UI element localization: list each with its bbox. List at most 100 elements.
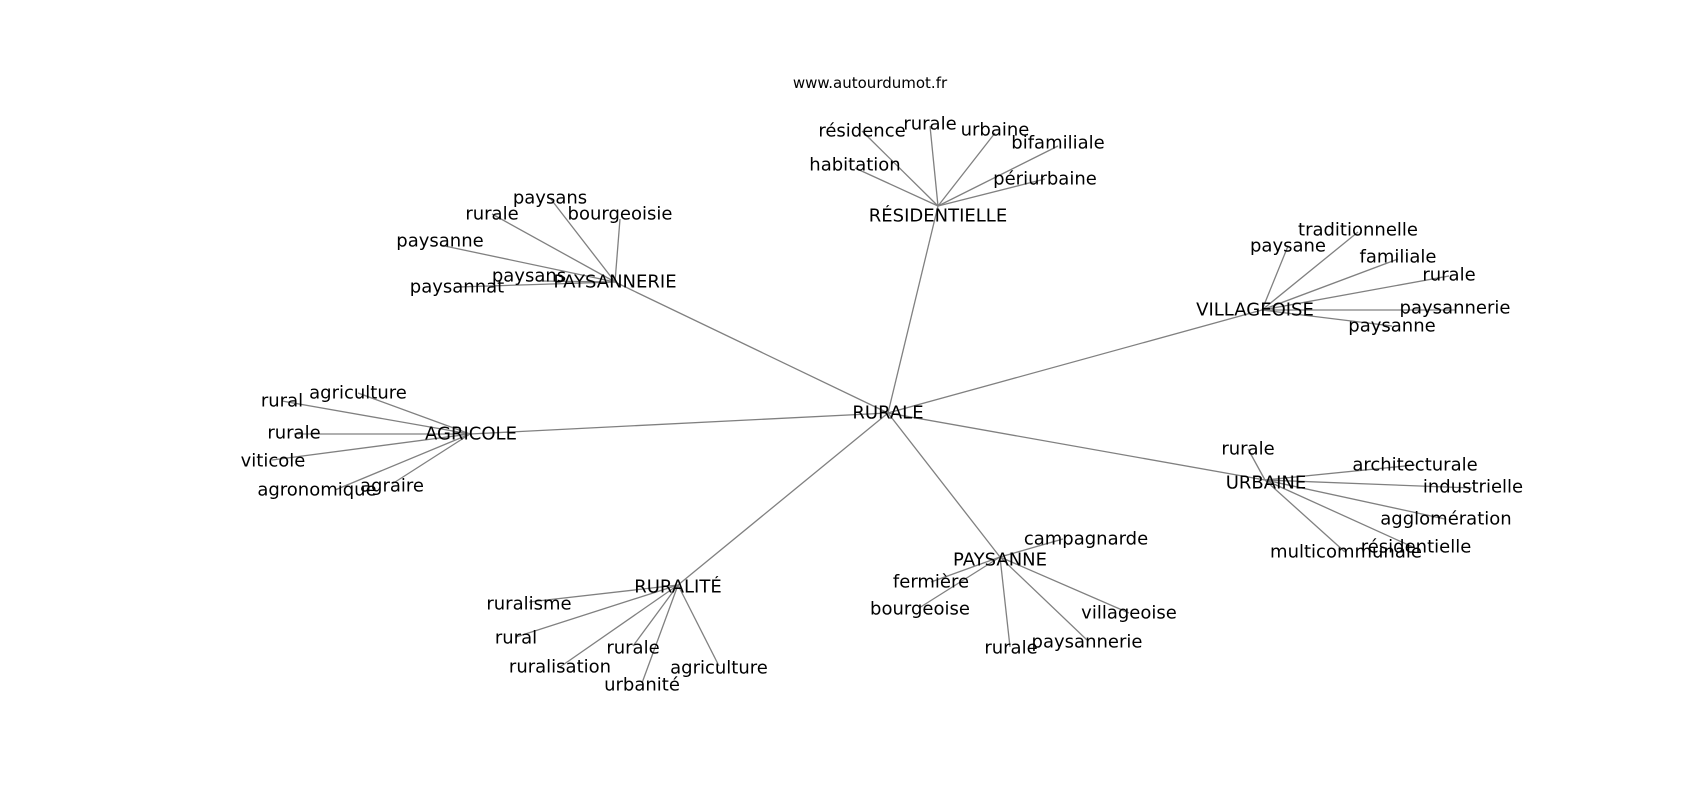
node-leaf-paysanne-paysannerie: paysannerie [1032,632,1143,653]
edge-villageoise-to-paysanne [1261,309,1393,327]
edge-urbaine-to-industrielle [1264,479,1473,489]
node-leaf-agricole-agronomique: agronomique [257,480,376,501]
node-leaf-paysanne-campagnarde: campagnarde [1024,529,1148,550]
edge-paysannerie-to-paysannat [456,281,616,288]
edge-paysanne-to-bourgeoise [918,556,1001,609]
edge-agricole-to-agriculture [357,392,471,435]
edge-residentielle-to-urbaine [937,132,996,207]
edge-urbaine-to-multicommunale [1264,479,1346,553]
node-leaf-ruralite-rural: rural [495,628,537,649]
node-leaf-paysanne-bourgeoise: bourgeoise [870,599,970,620]
node-hub-ruralite: RURALITÉ [634,576,721,598]
edges-layer [271,125,1473,684]
edge-root-to-residentielle [887,205,939,414]
node-leaf-paysannerie-paysans: paysans [513,188,587,209]
node-hub-paysannerie: PAYSANNERIE [553,272,676,293]
node-leaf-paysannerie-rurale: rurale [465,204,518,225]
edge-villageoise-to-familiale [1261,258,1399,311]
node-leaf-agricole-rurale: rurale [267,423,320,444]
edge-ruralite-to-rurale [632,584,679,647]
node-hub-paysanne: PAYSANNE [953,550,1047,571]
node-leaf-residentielle-habitation: habitation [809,155,900,176]
node-leaf-residentielle-periurbaine: périurbaine [993,169,1097,190]
edge-residentielle-to-habitation [854,167,939,207]
node-hub-urbaine: URBAINE [1226,473,1307,494]
node-root-rurale: RURALE [852,403,923,424]
node-hub-villageoise: VILLAGEOISE [1196,300,1314,321]
node-leaf-villageoise-rurale: rurale [1422,265,1475,286]
edge-paysanne-to-fermiere [930,556,1001,583]
node-leaf-paysanne-villageoise: villageoise [1081,603,1177,624]
node-leaf-agricole-agraire: agraire [360,476,424,497]
edge-agricole-to-viticole [271,433,471,461]
edge-residentielle-to-residence [861,130,939,207]
node-leaf-paysannerie-paysanne: paysanne [396,231,483,252]
node-leaf-urbaine-rurale: rurale [1221,439,1274,460]
edge-ruralite-to-urbanite [641,584,679,684]
edge-root-to-agricole [469,412,889,435]
edge-ruralite-to-agriculture [677,584,720,667]
edge-paysannerie-to-bourgeoisie [614,218,621,283]
node-leaf-residentielle-residence: résidence [818,121,905,142]
node-leaf-ruralite-agriculture: agriculture [670,658,768,679]
node-leaf-villageoise-paysannerie: paysannerie [1400,298,1511,319]
node-leaf-villageoise-paysane: paysane [1250,236,1326,257]
node-leaf-ruralite-urbanite: urbanité [604,675,680,696]
edge-paysanne-to-villageoise [999,556,1130,614]
node-leaf-villageoise-paysanne: paysanne [1348,316,1435,337]
node-hub-agricole: AGRICOLE [425,424,517,445]
edge-paysanne-to-paysannerie [999,556,1088,641]
node-leaf-urbaine-industrielle: industrielle [1423,477,1523,498]
node-leaf-ruralite-rurale: rurale [606,638,659,659]
node-leaf-urbaine-architecturale: architecturale [1352,455,1477,476]
node-leaf-residentielle-bifamiliale: bifamiliale [1011,133,1104,154]
edge-urbaine-to-agglomeration [1264,479,1446,520]
edge-ruralite-to-ruralisme [528,584,679,603]
edge-urbaine-to-rurale [1247,448,1266,481]
node-leaf-residentielle-urbaine: urbaine [961,120,1030,141]
edge-ruralite-to-ruralisation [559,584,679,668]
edge-root-to-urbaine [887,412,1266,481]
node-leaf-paysanne-fermiere: fermière [893,572,969,593]
node-leaf-urbaine-agglomeration: agglomération [1380,509,1511,530]
edge-root-to-paysanne [887,412,1001,558]
edge-residentielle-to-rurale [929,125,939,207]
edge-root-to-villageoise [887,309,1263,414]
edge-agricole-to-rural [281,400,471,435]
node-leaf-paysannerie-bourgeoisie: bourgeoisie [568,204,673,225]
edge-villageoise-to-traditionnelle [1261,231,1359,311]
edge-paysannerie-to-rurale [491,213,616,283]
edge-residentielle-to-periurbaine [937,178,1046,207]
edge-agricole-to-agraire [391,433,471,485]
edge-root-to-paysannerie [614,281,889,414]
edge-ruralite-to-rural [515,584,679,638]
node-leaf-villageoise-traditionnelle: traditionnelle [1298,220,1418,241]
node-leaf-paysannerie-paysannat: paysannat [410,277,504,298]
edge-root-to-ruralite [677,412,889,586]
node-leaf-ruralite-ruralisation: ruralisation [509,657,611,678]
node-leaf-ruralite-ruralisme: ruralisme [486,594,571,615]
edge-urbaine-to-architecturale [1264,464,1416,481]
edge-residentielle-to-bifamiliale [937,145,1059,207]
node-leaf-paysanne-rurale: rurale [984,638,1037,659]
edge-paysannerie-to-paysans [549,197,616,283]
node-leaf-residentielle-rurale: rurale [903,114,956,135]
node-leaf-urbaine-multicommunale: multicommunale [1270,542,1422,563]
edge-agricole-to-agronomique [334,433,471,491]
node-leaf-agricole-rural: rural [261,391,303,412]
edge-villageoise-to-paysane [1261,245,1289,311]
node-leaf-paysannerie-paysans: paysans [492,266,566,287]
edge-villageoise-to-rurale [1261,275,1450,311]
edge-paysanne-to-campagnarde [999,538,1064,558]
edge-paysanne-to-rurale [999,556,1011,648]
node-leaf-urbaine-residentielle: résidentielle [1361,537,1472,558]
node-leaf-villageoise-familiale: familiale [1359,247,1436,268]
edge-paysannerie-to-paysanne [439,244,616,283]
edge-urbaine-to-residentielle [1264,479,1416,549]
source-watermark: www.autourdumot.fr [793,74,948,92]
node-leaf-agricole-viticole: viticole [241,451,306,472]
node-leaf-agricole-agriculture: agriculture [309,383,407,404]
node-hub-residentielle: RÉSIDENTIELLE [869,205,1007,227]
